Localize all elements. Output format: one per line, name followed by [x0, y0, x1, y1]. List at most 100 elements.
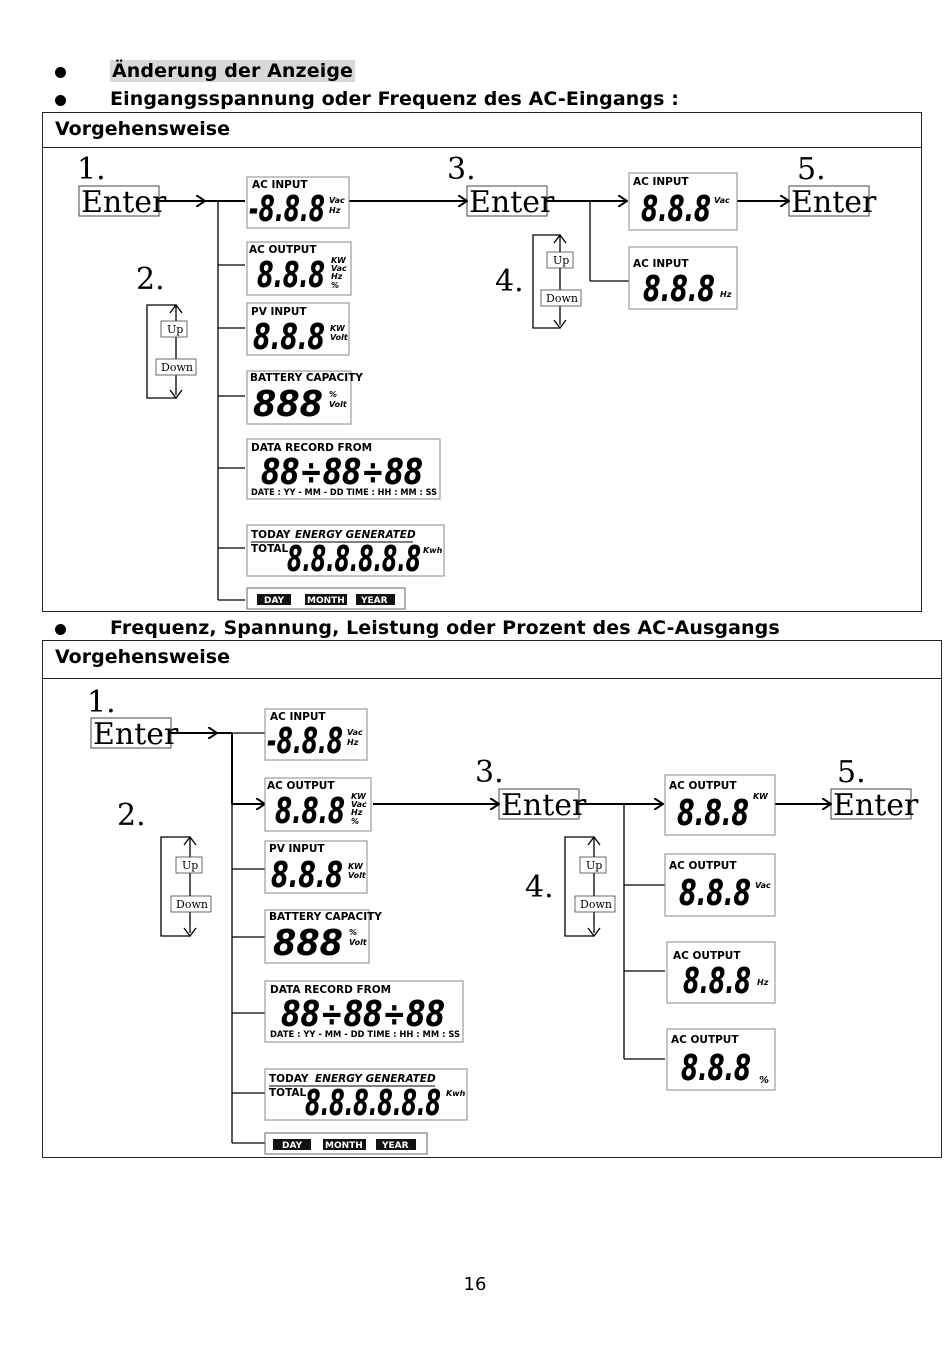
lcd-unit: Hz — [329, 206, 341, 215]
step-1-number: 1. — [87, 685, 116, 720]
lcd-digits: 8.8.8 — [253, 317, 325, 358]
svg-text:AC OUTPUT: AC OUTPUT — [267, 780, 335, 792]
svg-text:8.8.8: 8.8.8 — [681, 1048, 751, 1089]
up-label: Up — [586, 859, 602, 872]
down-label: Down — [176, 898, 208, 911]
step-2-number: 2. — [117, 798, 146, 833]
lcd-label: AC INPUT — [633, 258, 689, 270]
down-label: Down — [546, 292, 578, 305]
up-down-selector[interactable]: Up Down — [146, 303, 197, 400]
lcd-energy-generated: TODAY ENERGY GENERATED TOTAL 8.8.8.8.8.8… — [264, 1068, 468, 1124]
enter-label: Enter — [81, 185, 167, 220]
lcd-right-ac-output-vac: AC OUTPUT 8.8.8 Vac — [664, 853, 776, 917]
lcd-label: AC OUTPUT — [249, 244, 317, 256]
enter-label: Enter — [469, 185, 555, 220]
svg-text:AC INPUT: AC INPUT — [270, 711, 326, 723]
lcd-label: DATA RECORD FROM — [251, 442, 372, 454]
svg-text:8.8.8: 8.8.8 — [683, 961, 751, 1002]
up-down-selector[interactable]: Up Down — [160, 835, 212, 938]
bullet-dot — [55, 95, 66, 106]
svg-text:Volt: Volt — [348, 871, 367, 880]
year-label: YEAR — [360, 596, 388, 606]
lcd-right-ac-output-hz: AC OUTPUT 8.8.8 Hz — [666, 941, 776, 1004]
lcd-digits: 8.8.8 — [643, 269, 715, 310]
lcd-label: PV INPUT — [251, 306, 307, 318]
lcd-data-record: DATA RECORD FROM 88÷88÷88 DATE : YY - MM… — [246, 438, 441, 500]
lcd-energy-generated: TODAY ENERGY GENERATED TOTAL 8.8.8.8.8.8… — [246, 524, 445, 580]
svg-text:Volt: Volt — [330, 333, 349, 342]
svg-text:Volt: Volt — [329, 400, 348, 409]
enter-button-1[interactable]: Enter — [90, 717, 179, 752]
lcd-digits: 8.8.8 — [641, 189, 711, 230]
up-label: Up — [167, 323, 183, 336]
svg-text:8.8.8: 8.8.8 — [275, 791, 345, 832]
svg-text:%: % — [759, 1075, 769, 1086]
svg-text:Vac: Vac — [714, 196, 730, 205]
svg-text:Volt: Volt — [349, 938, 368, 947]
lcd-ac-input: AC INPUT -8.8.8 Vac Hz — [264, 708, 368, 762]
lcd-right-ac-input-hz: AC INPUT 8.8.8 Hz — [628, 246, 738, 310]
svg-text:%: % — [329, 390, 337, 399]
enter-label: Enter — [833, 788, 919, 823]
step-2-number: 2. — [136, 262, 165, 297]
svg-text:MONTH: MONTH — [325, 1141, 363, 1151]
svg-text:8.8.8: 8.8.8 — [271, 855, 343, 896]
up-down-selector[interactable]: Up Down — [564, 835, 616, 938]
panel-header: Vorgehensweise — [43, 641, 941, 679]
lcd-right-ac-input-vac: AC INPUT 8.8.8 Vac — [628, 172, 738, 231]
lcd-digits: 8.8.8.8.8.8 — [287, 539, 421, 580]
lcd-pv-input: PV INPUT 8.8.8 KW Volt — [264, 840, 368, 896]
step-4-number: 4. — [495, 264, 524, 299]
enter-button-5[interactable]: Enter — [830, 788, 919, 823]
up-label: Up — [553, 254, 569, 267]
bullet-dot — [55, 67, 66, 78]
svg-text:PV INPUT: PV INPUT — [269, 843, 325, 855]
bullet-text: Frequenz, Spannung, Leistung oder Prozen… — [110, 617, 780, 639]
svg-text:888: 888 — [273, 923, 343, 964]
panel-heading: Vorgehensweise — [55, 118, 230, 140]
up-label: Up — [182, 859, 198, 872]
enter-button-3[interactable]: Enter — [466, 185, 555, 220]
svg-text:ENERGY GENERATED: ENERGY GENERATED — [295, 529, 416, 541]
svg-text:%: % — [349, 928, 357, 937]
enter-button-5[interactable]: Enter — [788, 185, 877, 220]
up-down-selector[interactable]: Up Down — [532, 233, 582, 330]
procedure-panel-ac-output: Vorgehensweise 1. 2. 3. 4. 5. Enter Ente… — [42, 640, 942, 1158]
lcd-ac-output: AC OUTPUT 8.8.8 KW Vac Hz % — [264, 777, 372, 832]
svg-text:Kwh: Kwh — [446, 1089, 466, 1098]
bullet-dot — [55, 624, 66, 635]
lcd-pv-input: PV INPUT 8.8.8 KW Volt — [246, 302, 350, 358]
lcd-unit: Vac — [329, 196, 345, 205]
svg-text:TOTAL: TOTAL — [251, 543, 289, 555]
step-5-number: 5. — [837, 755, 866, 790]
svg-text:ENERGY GENERATED: ENERGY GENERATED — [315, 1073, 436, 1085]
enter-label: Enter — [791, 185, 877, 220]
svg-text:Vac: Vac — [347, 728, 363, 737]
lcd-sub-label: DATE : YY - MM - DD TIME : HH : MM : SS — [251, 488, 437, 498]
down-label: Down — [161, 361, 193, 374]
down-label: Down — [580, 898, 612, 911]
lcd-battery-capacity: BATTERY CAPACITY 888 % Volt — [246, 370, 363, 425]
enter-label: Enter — [501, 788, 587, 823]
flow-diagram-ac-output: 1. 2. 3. 4. 5. Enter Enter Enter — [87, 685, 919, 1155]
svg-text:KW: KW — [330, 324, 346, 333]
svg-text:Hz: Hz — [720, 290, 732, 299]
step-4-number: 4. — [525, 870, 554, 905]
step-3-number: 3. — [447, 152, 476, 187]
svg-text:KW: KW — [348, 862, 364, 871]
svg-text:Hz: Hz — [757, 978, 769, 987]
svg-text:AC OUTPUT: AC OUTPUT — [669, 780, 737, 792]
panel-heading: Vorgehensweise — [55, 646, 230, 668]
lcd-digits: 888 — [253, 384, 323, 425]
svg-text:8.8.8: 8.8.8 — [677, 793, 749, 834]
svg-text:KW: KW — [331, 256, 347, 265]
month-label: MONTH — [307, 596, 345, 606]
enter-button-1[interactable]: Enter — [78, 185, 167, 220]
svg-text:8.8.8: 8.8.8 — [679, 873, 751, 914]
highlighted-heading: Änderung der Anzeige — [110, 60, 356, 82]
svg-text:88÷88÷88: 88÷88÷88 — [281, 994, 445, 1035]
svg-text:Vac: Vac — [755, 881, 771, 890]
svg-text:KW: KW — [351, 792, 367, 801]
enter-button-3[interactable]: Enter — [498, 788, 587, 823]
svg-text:TOTAL: TOTAL — [269, 1087, 307, 1099]
